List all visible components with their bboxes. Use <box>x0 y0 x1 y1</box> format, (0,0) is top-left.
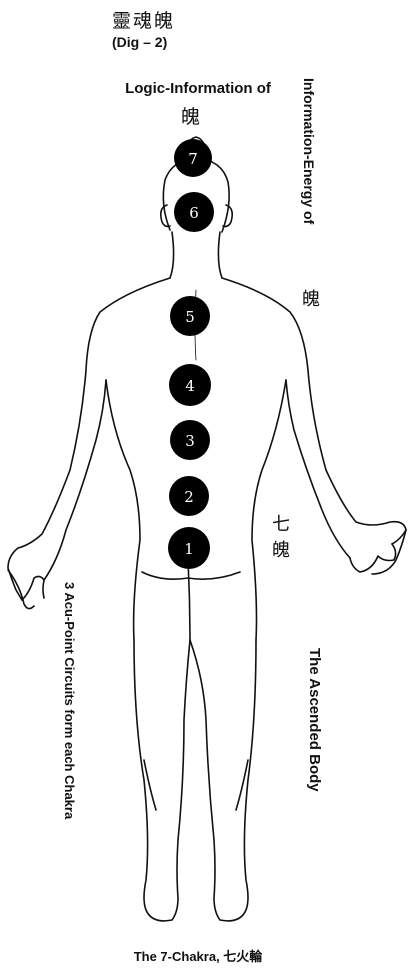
figure-caption: The 7-Chakra, 七火輪 <box>133 949 263 964</box>
logic-information-label: Logic-Information of <box>125 80 271 97</box>
information-energy-label: Information-Energy of <box>301 78 317 225</box>
logic-information-cjk: 魄 <box>181 106 201 128</box>
chakra-5: 5 <box>170 296 210 336</box>
chakra-2: 2 <box>169 476 209 516</box>
title-chinese: 靈魂魄 <box>112 10 176 32</box>
body-outline <box>7 136 407 922</box>
chakra-group: 7 6 5 4 3 2 1 <box>168 139 214 569</box>
seven-po-label: 七 魄 <box>266 512 296 564</box>
chakra-1: 1 <box>168 527 210 569</box>
information-energy-cjk: 魄 <box>302 289 320 310</box>
chakra-5-number: 5 <box>185 308 195 326</box>
chakra-4-number: 4 <box>185 377 195 395</box>
chakra-3-number: 3 <box>185 432 195 450</box>
chakra-6-number: 6 <box>189 204 199 222</box>
chakra-3: 3 <box>170 420 210 460</box>
figure-subtitle: (Dig – 2) <box>112 34 168 50</box>
acu-point-label: 3 Acu-Point Circuits form each Chakra <box>62 582 77 820</box>
chakra-7-number: 7 <box>188 150 198 168</box>
chakra-7: 7 <box>174 139 212 177</box>
ascended-body-label: The Ascended Body <box>306 648 323 792</box>
seven-po-line-1: 七 <box>272 514 290 535</box>
chakra-1-number: 1 <box>184 540 194 558</box>
seven-po-line-2: 魄 <box>272 540 290 561</box>
chakra-4: 4 <box>169 364 211 406</box>
chakra-2-number: 2 <box>184 488 194 506</box>
chakra-6: 6 <box>174 192 214 232</box>
